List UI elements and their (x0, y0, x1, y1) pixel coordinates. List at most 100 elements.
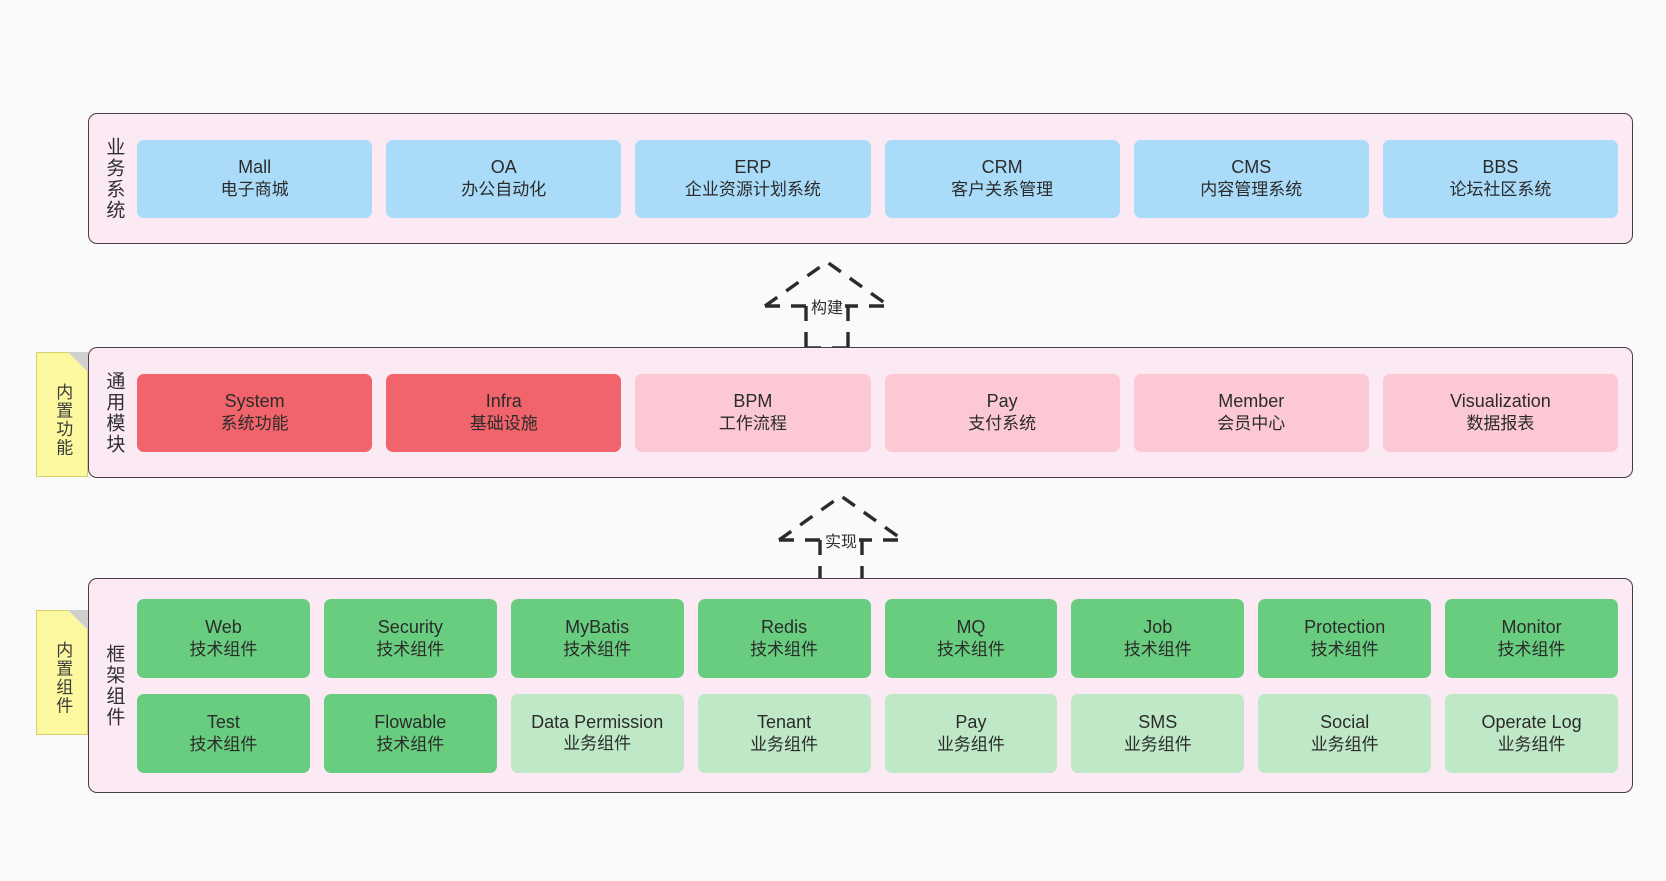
card-tenant[interactable]: Tenant 业务组件 (697, 693, 871, 773)
note-builtin-function: 内置功能 (36, 352, 88, 477)
card-pay-module[interactable]: Pay 支付系统 (884, 373, 1120, 452)
connector-implement-label: 实现 (822, 528, 860, 552)
layer-title-business-system: 业务系统 (89, 114, 137, 243)
card-subtitle: 业务组件 (1310, 734, 1379, 754)
card-title: System (224, 391, 285, 412)
card-title: Infra (485, 391, 522, 412)
card-subtitle: 基础设施 (469, 414, 538, 434)
card-sms[interactable]: SMS 业务组件 (1071, 693, 1245, 773)
card-web[interactable]: Web 技术组件 (137, 598, 310, 678)
card-row: Web 技术组件 Security 技术组件 MyBatis 技术组件 Redi… (137, 598, 1618, 678)
layer-body-common-module: System 系统功能 Infra 基础设施 BPM 工作流程 Pay 支付系统… (137, 348, 1632, 477)
card-cms[interactable]: CMS 内容管理系统 (1133, 139, 1369, 218)
card-title: SMS (1138, 711, 1178, 732)
card-bpm[interactable]: BPM 工作流程 (635, 373, 871, 452)
card-subtitle: 企业资源计划系统 (684, 180, 821, 200)
card-subtitle: 论坛社区系统 (1449, 180, 1552, 200)
note-fold-corner-icon (68, 610, 88, 630)
card-title: Tenant (757, 711, 812, 732)
card-subtitle: 业务组件 (563, 733, 632, 753)
card-social[interactable]: Social 业务组件 (1258, 693, 1432, 773)
layer-framework-component: 框架组件 Web 技术组件 Security 技术组件 MyBatis 技术组件… (88, 578, 1633, 793)
card-row: Test 技术组件 Flowable 技术组件 Data Permission … (137, 693, 1618, 773)
layer-title-text: 通用模块 (103, 370, 125, 455)
card-title: Visualization (1450, 391, 1551, 412)
card-title: ERP (734, 157, 772, 178)
card-subtitle: 业务组件 (1497, 734, 1566, 754)
card-subtitle: 技术组件 (1123, 639, 1192, 659)
card-test[interactable]: Test 技术组件 (137, 693, 310, 773)
note-fold-corner-icon (68, 352, 88, 372)
note-builtin-component: 内置组件 (36, 610, 88, 735)
card-flowable[interactable]: Flowable 技术组件 (323, 693, 497, 773)
card-infra[interactable]: Infra 基础设施 (386, 373, 622, 452)
card-subtitle: 系统功能 (220, 414, 289, 434)
card-title: Pay (986, 391, 1018, 412)
layer-body-framework-component: Web 技术组件 Security 技术组件 MyBatis 技术组件 Redi… (137, 579, 1632, 792)
connector-build: 构建 (762, 258, 892, 350)
card-subtitle: 办公自动化 (461, 180, 547, 200)
card-subtitle: 技术组件 (189, 639, 258, 659)
card-erp[interactable]: ERP 企业资源计划系统 (635, 139, 871, 218)
card-subtitle: 技术组件 (1497, 639, 1566, 659)
card-subtitle: 技术组件 (376, 734, 445, 754)
card-security[interactable]: Security 技术组件 (323, 598, 497, 678)
card-subtitle: 业务组件 (936, 734, 1005, 754)
card-subtitle: 会员中心 (1217, 414, 1286, 434)
card-title: Mall (238, 157, 272, 178)
card-title: OA (490, 157, 517, 178)
card-system[interactable]: System 系统功能 (137, 373, 373, 452)
card-subtitle: 支付系统 (968, 414, 1037, 434)
card-title: Monitor (1501, 616, 1562, 637)
card-title: Data Permission (531, 712, 664, 733)
card-subtitle: 技术组件 (563, 639, 632, 659)
card-crm[interactable]: CRM 客户关系管理 (884, 139, 1120, 218)
card-bbs[interactable]: BBS 论坛社区系统 (1382, 139, 1619, 218)
note-text: 内置功能 (53, 382, 73, 457)
layer-title-common-module: 通用模块 (89, 348, 137, 477)
card-subtitle: 电子商城 (220, 180, 289, 200)
card-title: Protection (1304, 616, 1386, 637)
layer-title-framework-component: 框架组件 (89, 579, 137, 792)
card-title: Member (1218, 391, 1285, 412)
card-redis[interactable]: Redis 技术组件 (697, 598, 871, 678)
layer-title-text: 框架组件 (103, 643, 125, 728)
card-title: Redis (761, 616, 808, 637)
card-title: Test (206, 711, 240, 732)
card-member[interactable]: Member 会员中心 (1133, 373, 1369, 452)
card-subtitle: 客户关系管理 (951, 180, 1054, 200)
card-title: Operate Log (1481, 711, 1582, 732)
card-visualization[interactable]: Visualization 数据报表 (1382, 373, 1619, 452)
card-subtitle: 工作流程 (718, 414, 787, 434)
card-row: Mall 电子商城 OA 办公自动化 ERP 企业资源计划系统 CRM 客户关系… (137, 139, 1619, 218)
card-protection[interactable]: Protection 技术组件 (1258, 598, 1432, 678)
card-mq[interactable]: MQ 技术组件 (884, 598, 1058, 678)
card-operate-log[interactable]: Operate Log 业务组件 (1445, 693, 1618, 773)
card-data-permission[interactable]: Data Permission 业务组件 (510, 693, 684, 773)
card-job[interactable]: Job 技术组件 (1071, 598, 1245, 678)
card-subtitle: 技术组件 (750, 639, 819, 659)
card-mybatis[interactable]: MyBatis 技术组件 (510, 598, 684, 678)
card-subtitle: 技术组件 (376, 639, 445, 659)
card-pay-component[interactable]: Pay 业务组件 (884, 693, 1058, 773)
card-subtitle: 数据报表 (1466, 414, 1535, 434)
card-subtitle: 业务组件 (1123, 734, 1192, 754)
card-title: Social (1320, 711, 1370, 732)
card-mall[interactable]: Mall 电子商城 (137, 139, 373, 218)
layer-title-text: 业务系统 (103, 136, 125, 221)
card-title: Web (205, 616, 242, 637)
card-subtitle: 业务组件 (750, 734, 819, 754)
card-monitor[interactable]: Monitor 技术组件 (1445, 598, 1618, 678)
card-oa[interactable]: OA 办公自动化 (386, 139, 622, 218)
card-title: BPM (733, 391, 773, 412)
layer-business-system: 业务系统 Mall 电子商城 OA 办公自动化 ERP 企业资源计划系统 CRM (88, 113, 1633, 244)
card-subtitle: 技术组件 (1310, 639, 1379, 659)
card-title: BBS (1482, 157, 1519, 178)
card-title: Flowable (374, 711, 447, 732)
card-title: CMS (1231, 157, 1272, 178)
card-title: MQ (956, 616, 986, 637)
card-title: Security (377, 616, 443, 637)
card-title: CRM (981, 157, 1023, 178)
card-subtitle: 内容管理系统 (1200, 180, 1303, 200)
